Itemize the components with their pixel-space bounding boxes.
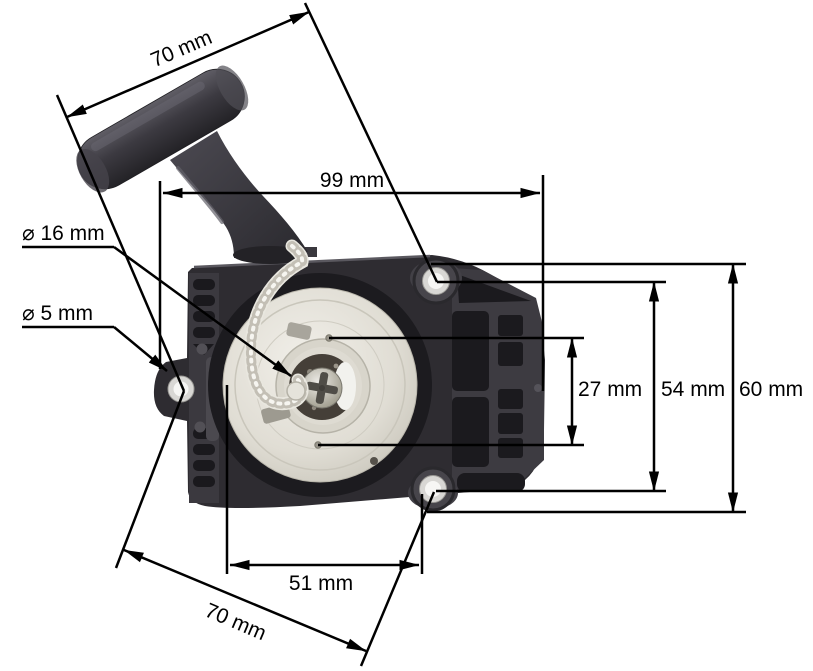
- dim-label-dia-5: ⌀ 5 mm: [22, 302, 93, 325]
- rope-knot: [286, 381, 306, 401]
- dim-27: 27 mm: [318, 336, 642, 447]
- dim-99: 99 mm: [158, 169, 545, 391]
- rope-guide-nub: [305, 247, 317, 257]
- dim-label-51: 51 mm: [289, 572, 353, 595]
- leader-line: [113, 326, 168, 372]
- dim-label-27: 27 mm: [578, 378, 642, 401]
- extension-line: [303, 2, 439, 283]
- dim-label-60: 60 mm: [739, 378, 803, 401]
- housing-top-edge-highlight: [193, 254, 431, 269]
- extension-line: [359, 491, 436, 667]
- extension-line: [55, 94, 186, 392]
- leader-line: [113, 245, 292, 378]
- pawl-top: [286, 322, 312, 340]
- dimension-annotations: 70 mm 99 mm ⌀ 16 mm ⌀ 5 mm 27 mm: [22, 2, 803, 667]
- rope-pulley: [222, 287, 418, 483]
- dim-dia-5: ⌀ 5 mm: [22, 302, 168, 372]
- dim-label-54: 54 mm: [661, 378, 725, 401]
- dim-54: 54 mm: [436, 280, 725, 493]
- pulley-notch: [370, 457, 378, 465]
- dim-60: 60 mm: [427, 262, 803, 514]
- dim-label-70-top: 70 mm: [147, 26, 215, 72]
- center-screw: [301, 367, 343, 409]
- housing-right-panel: [452, 268, 544, 492]
- dim-label-99: 99 mm: [320, 169, 384, 192]
- dimension-line: [123, 548, 367, 653]
- dim-dia-16: ⌀ 16 mm: [22, 222, 292, 378]
- dimension-line: [66, 10, 310, 119]
- housing-boss-dot-bottom: [194, 421, 206, 433]
- handle-shaft: [170, 131, 308, 258]
- dim-label-dia-16: ⌀ 16 mm: [22, 222, 105, 245]
- extension-line: [114, 390, 186, 569]
- housing-boss-dot-top: [196, 343, 208, 355]
